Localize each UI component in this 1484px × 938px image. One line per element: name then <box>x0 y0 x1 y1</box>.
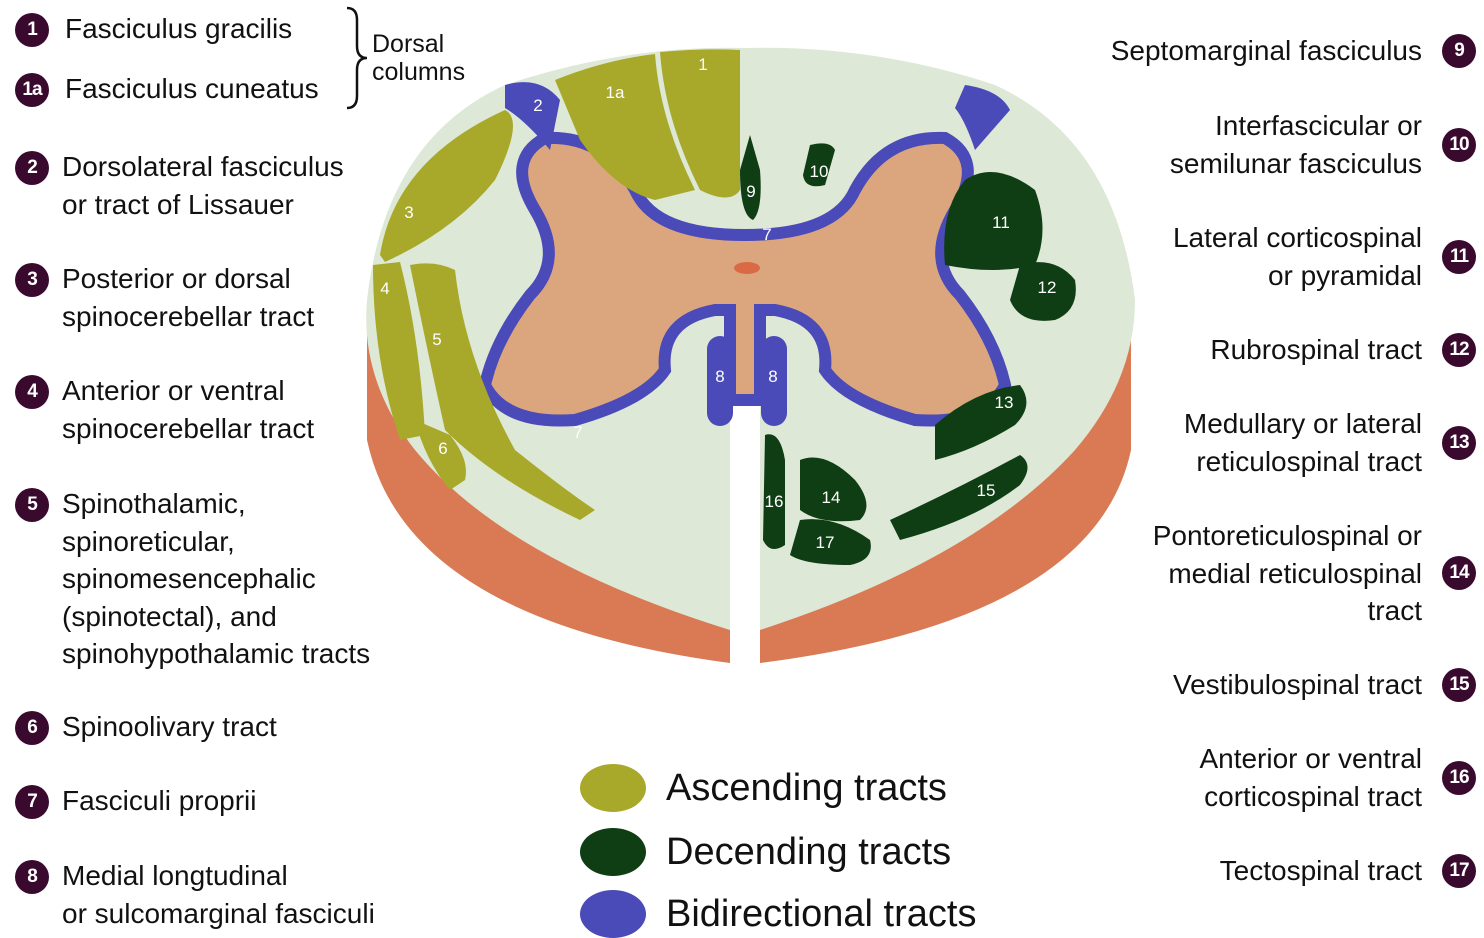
tract-label-1a: 1a <box>606 83 625 102</box>
spinal-cord-cross-section: 1 1a 2 3 4 5 6 7 7 8 8 9 10 11 12 13 14 15 16 17 <box>355 40 1145 670</box>
label-line: spinomesencephalic <box>62 560 370 598</box>
legend-swatch <box>580 764 646 812</box>
label-line: Fasciculus cuneatus <box>65 70 319 108</box>
label-line: Dorsolateral fasciculus <box>62 148 344 186</box>
label-line: Posterior or dorsal <box>62 260 314 298</box>
legend-item: Decending tracts <box>580 828 951 876</box>
badge-17: 17 <box>1442 854 1476 888</box>
badge-3: 3 <box>15 263 49 297</box>
badge-10: 10 <box>1442 128 1476 162</box>
tract-label-11: 11 <box>992 213 1010 232</box>
left-label-1a: Fasciculus cuneatus <box>65 70 319 108</box>
label-line: spinoreticular, <box>62 523 370 561</box>
label-line: tract <box>1153 592 1422 630</box>
right-label-9: Septomarginal fasciculus <box>1111 32 1422 70</box>
label-line: Rubrospinal tract <box>1210 331 1422 369</box>
tract-label-8: 8 <box>715 367 724 386</box>
badge-16: 16 <box>1442 761 1476 795</box>
badge-11: 11 <box>1442 240 1476 274</box>
legend-label: Ascending tracts <box>666 767 947 810</box>
label-line: Lateral corticospinal <box>1173 219 1422 257</box>
legend-swatch <box>580 890 646 938</box>
badge-13: 13 <box>1442 426 1476 460</box>
badge-6: 6 <box>15 711 49 745</box>
tract-label-1: 1 <box>698 55 707 74</box>
tract-label-2: 2 <box>533 96 542 115</box>
label-line: Pontoreticulospinal or <box>1153 517 1422 555</box>
tract-label-16: 16 <box>765 492 784 511</box>
right-label-17: Tectospinal tract <box>1220 852 1422 890</box>
label-line: (spinotectal), and <box>62 598 370 636</box>
label-line: spinocerebellar tract <box>62 410 314 448</box>
left-label-7: Fasciculi proprii <box>62 782 257 820</box>
badge-4: 4 <box>15 375 49 409</box>
tract-label-12: 12 <box>1038 278 1057 297</box>
label-line: medial reticulospinal <box>1153 555 1422 593</box>
tract-label-6: 6 <box>438 439 447 458</box>
tract-label-17: 17 <box>816 533 835 552</box>
tract-label-14: 14 <box>822 488 841 507</box>
label-line: Fasciculi proprii <box>62 782 257 820</box>
left-label-6: Spinoolivary tract <box>62 708 277 746</box>
label-line: Anterior or ventral <box>1199 740 1422 778</box>
badge-2: 2 <box>15 151 49 185</box>
tract-label-7: 7 <box>573 423 582 442</box>
label-line: reticulospinal tract <box>1184 443 1422 481</box>
legend-swatch <box>580 828 646 876</box>
tract-label-4: 4 <box>380 279 389 298</box>
badge-15: 15 <box>1442 668 1476 702</box>
right-label-14: Pontoreticulospinal ormedial reticulospi… <box>1153 517 1422 630</box>
label-line: Anterior or ventral <box>62 372 314 410</box>
label-line: or sulcomarginal fasciculi <box>62 895 375 933</box>
badge-5: 5 <box>15 488 49 522</box>
label-line: Interfascicular or <box>1170 107 1422 145</box>
tract-label-13: 13 <box>995 393 1014 412</box>
label-line: or pyramidal <box>1173 257 1422 295</box>
label-line: Septomarginal fasciculus <box>1111 32 1422 70</box>
tract-label-7: 7 <box>762 225 771 244</box>
left-label-1: Fasciculus gracilis <box>65 10 292 48</box>
label-line: Spinothalamic, <box>62 485 370 523</box>
legend-item: Bidirectional tracts <box>580 890 976 938</box>
badge-1: 1 <box>15 13 49 47</box>
legend-item: Ascending tracts <box>580 764 947 812</box>
badge-9: 9 <box>1442 34 1476 68</box>
left-label-2: Dorsolateral fasciculusor tract of Lissa… <box>62 148 344 223</box>
badge-8: 8 <box>15 860 49 894</box>
badge-1a: 1a <box>15 73 49 107</box>
tract-label-8: 8 <box>768 367 777 386</box>
tract-label-10: 10 <box>810 162 829 181</box>
label-line: semilunar fasciculus <box>1170 145 1422 183</box>
tract-label-15: 15 <box>977 481 996 500</box>
label-line: Tectospinal tract <box>1220 852 1422 890</box>
label-line: Spinoolivary tract <box>62 708 277 746</box>
label-line: corticospinal tract <box>1199 778 1422 816</box>
label-line: Medullary or lateral <box>1184 405 1422 443</box>
label-line: Fasciculus gracilis <box>65 10 292 48</box>
central-canal <box>734 262 760 274</box>
left-label-5: Spinothalamic,spinoreticular,spinomesenc… <box>62 485 370 673</box>
right-label-15: Vestibulospinal tract <box>1173 666 1422 704</box>
label-line: Vestibulospinal tract <box>1173 666 1422 704</box>
tract-label-9: 9 <box>746 182 755 201</box>
legend-label: Bidirectional tracts <box>666 893 976 936</box>
badge-12: 12 <box>1442 333 1476 367</box>
label-line: spinocerebellar tract <box>62 298 314 336</box>
label-line: or tract of Lissauer <box>62 186 344 224</box>
badge-7: 7 <box>15 785 49 819</box>
tract-label-5: 5 <box>432 330 441 349</box>
label-line: Medial longtudinal <box>62 857 375 895</box>
tract-label-3: 3 <box>404 203 413 222</box>
legend-label: Decending tracts <box>666 831 951 874</box>
right-label-12: Rubrospinal tract <box>1210 331 1422 369</box>
badge-14: 14 <box>1442 556 1476 590</box>
label-line: spinohypothalamic tracts <box>62 635 370 673</box>
